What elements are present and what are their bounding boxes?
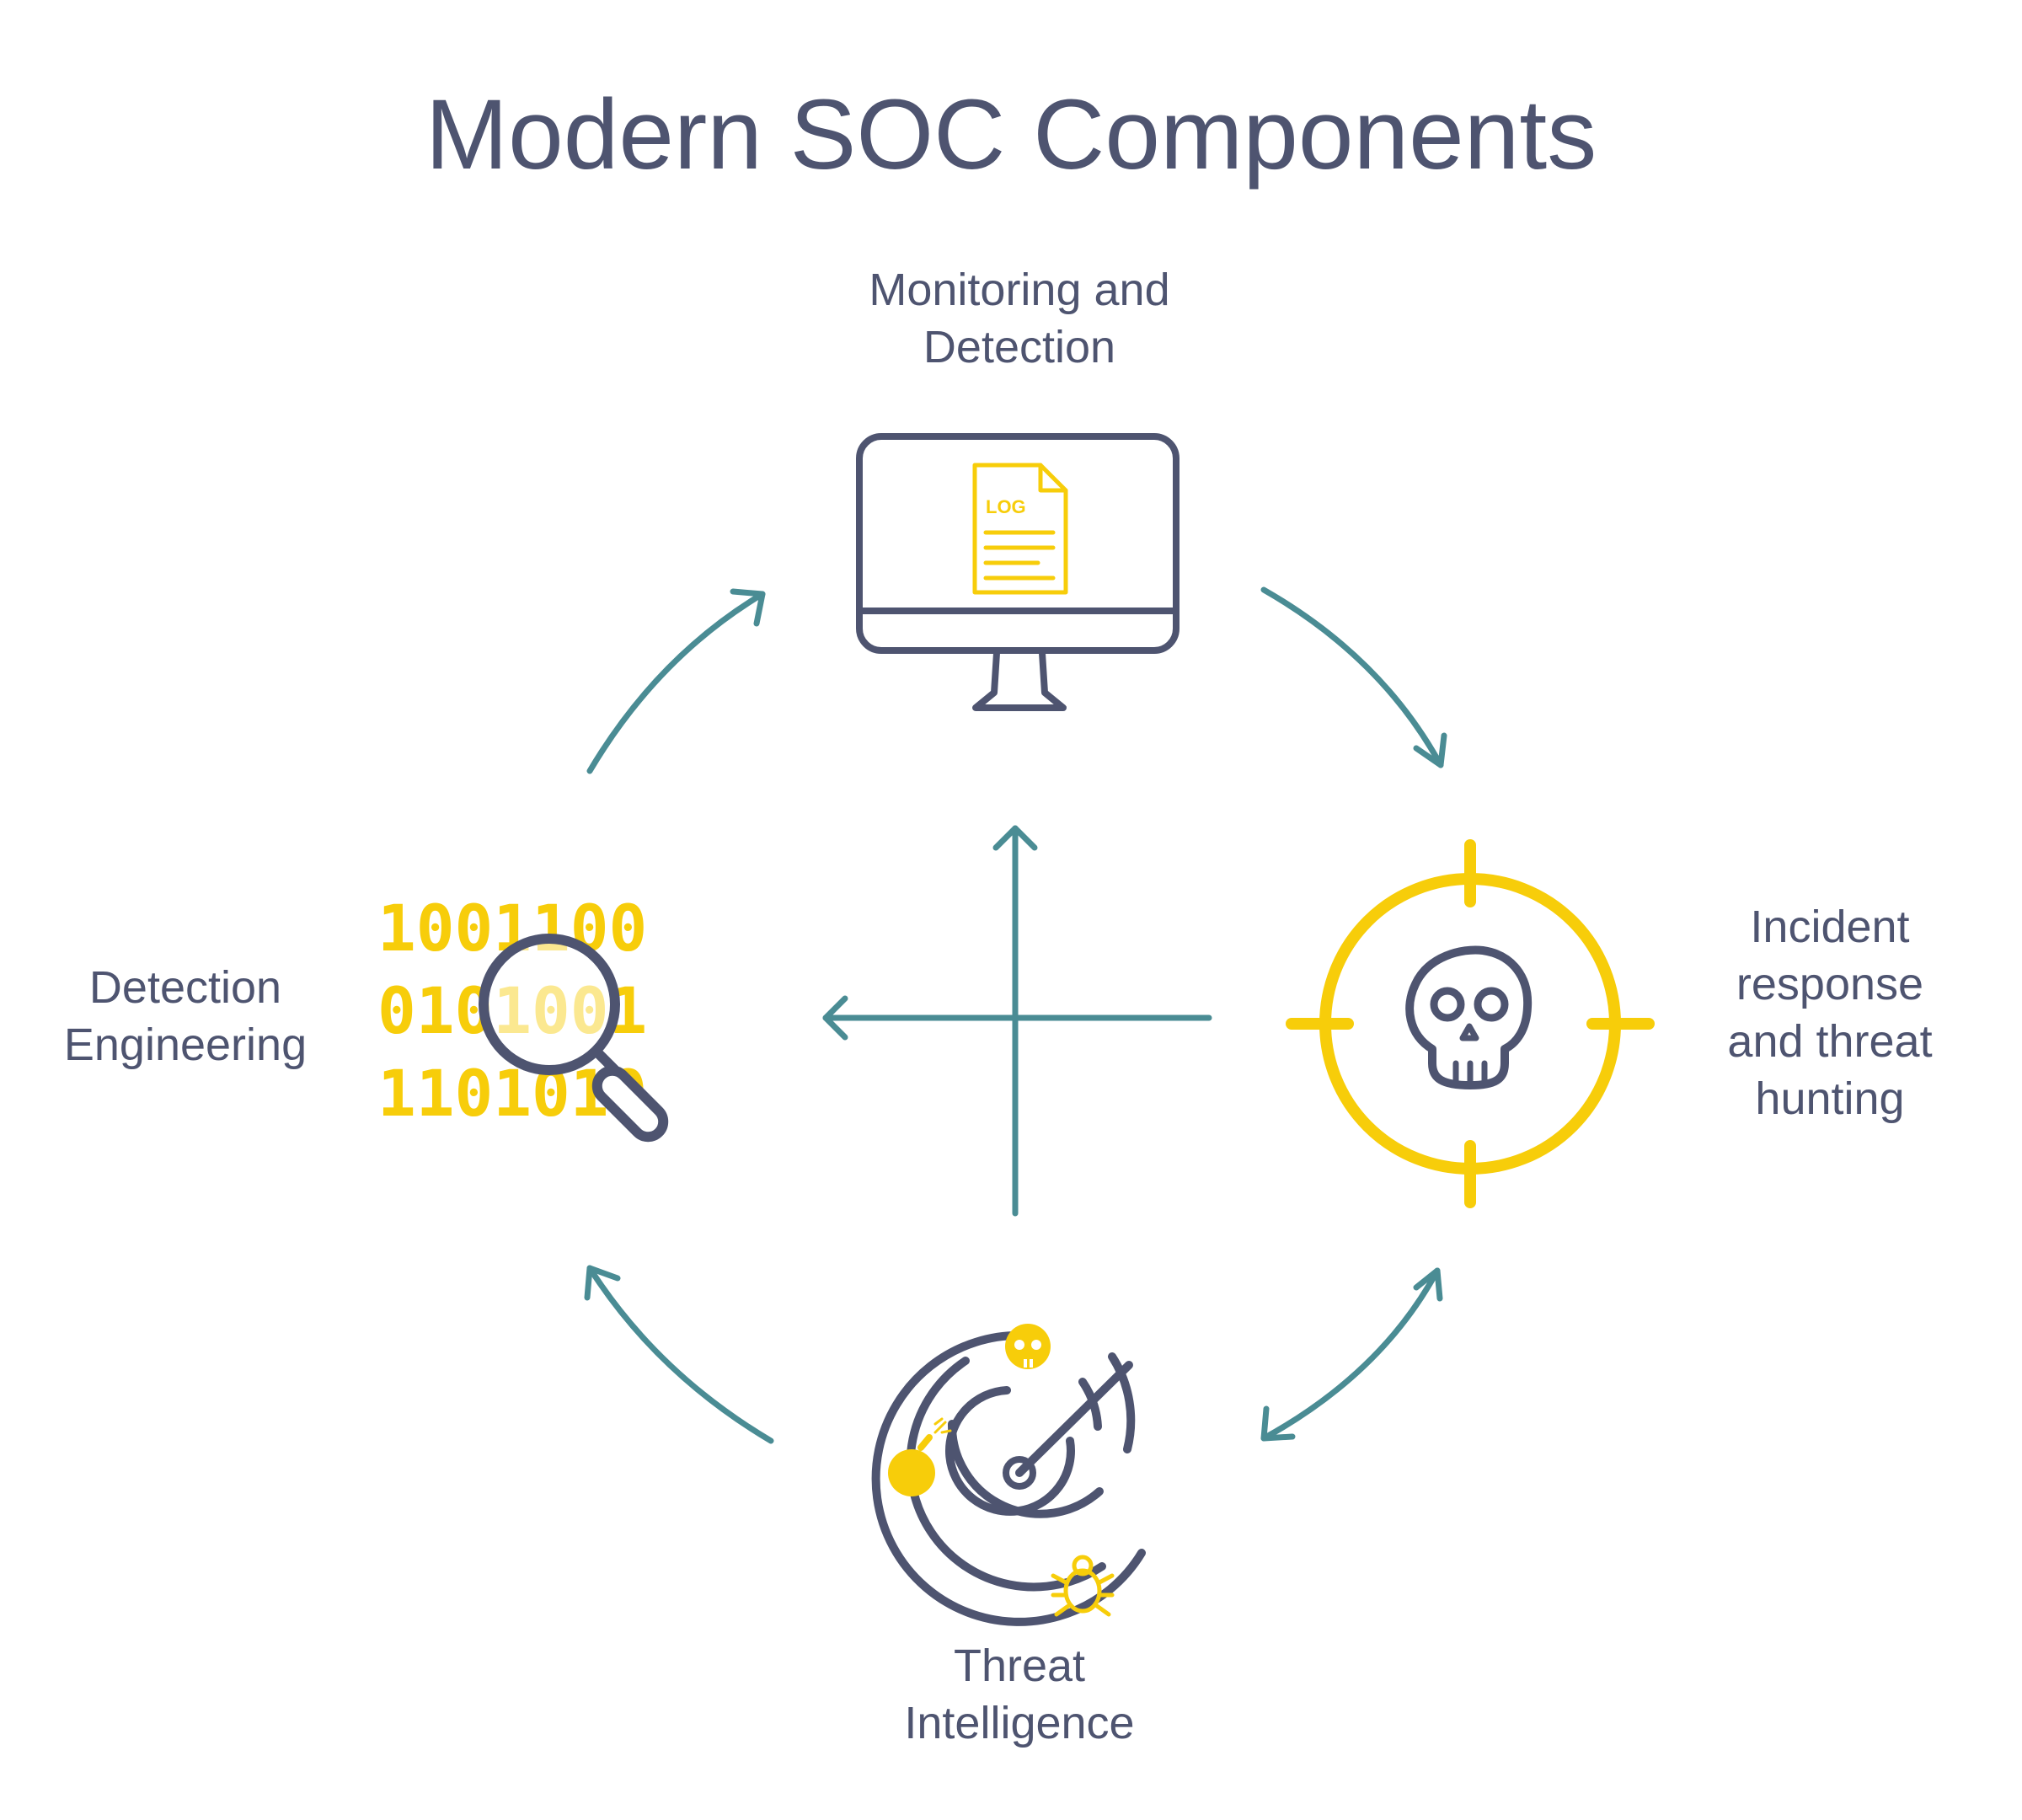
incident-label-line3: and threat [1727, 1016, 1932, 1067]
log-label: LOG [986, 496, 1026, 517]
threat-intel-label-line1: Threat [954, 1641, 1085, 1691]
arrow-monitoring-to-incident [1260, 586, 1447, 768]
diagram-title: Modern SOC Components [425, 79, 1597, 190]
arrows [584, 586, 1447, 1444]
incident-label-line1: Incident [1750, 902, 1909, 952]
threat-intel-label-line2: Intelligence [904, 1698, 1134, 1748]
monitoring-label-line2: Detection [923, 322, 1115, 372]
arrow-detection-to-monitoring [586, 588, 766, 774]
magnifier-icon [479, 934, 669, 1143]
bomb-icon [888, 1417, 952, 1496]
center-cross-arrows [822, 825, 1212, 1217]
arrow-incident-threatintel-bidirectional [1260, 1267, 1443, 1442]
incident-label-line4: hunting [1755, 1073, 1904, 1124]
monitor-icon: LOG [856, 433, 1180, 711]
crosshair-icon [1286, 839, 1655, 1208]
skull-icon [1405, 945, 1533, 1089]
monitoring-label-line1: Monitoring and [869, 265, 1169, 315]
radar-icon [871, 1330, 1146, 1626]
arrow-threatintel-to-detection [584, 1265, 774, 1444]
skull-threat-icon [1005, 1324, 1051, 1369]
bug-icon [1051, 1555, 1115, 1617]
incident-label-line2: response [1736, 959, 1923, 1009]
detection-eng-label-line2: Engineering [64, 1020, 307, 1070]
log-file-icon: LOG [972, 463, 1068, 595]
detection-eng-label-line1: Detection [89, 962, 281, 1013]
